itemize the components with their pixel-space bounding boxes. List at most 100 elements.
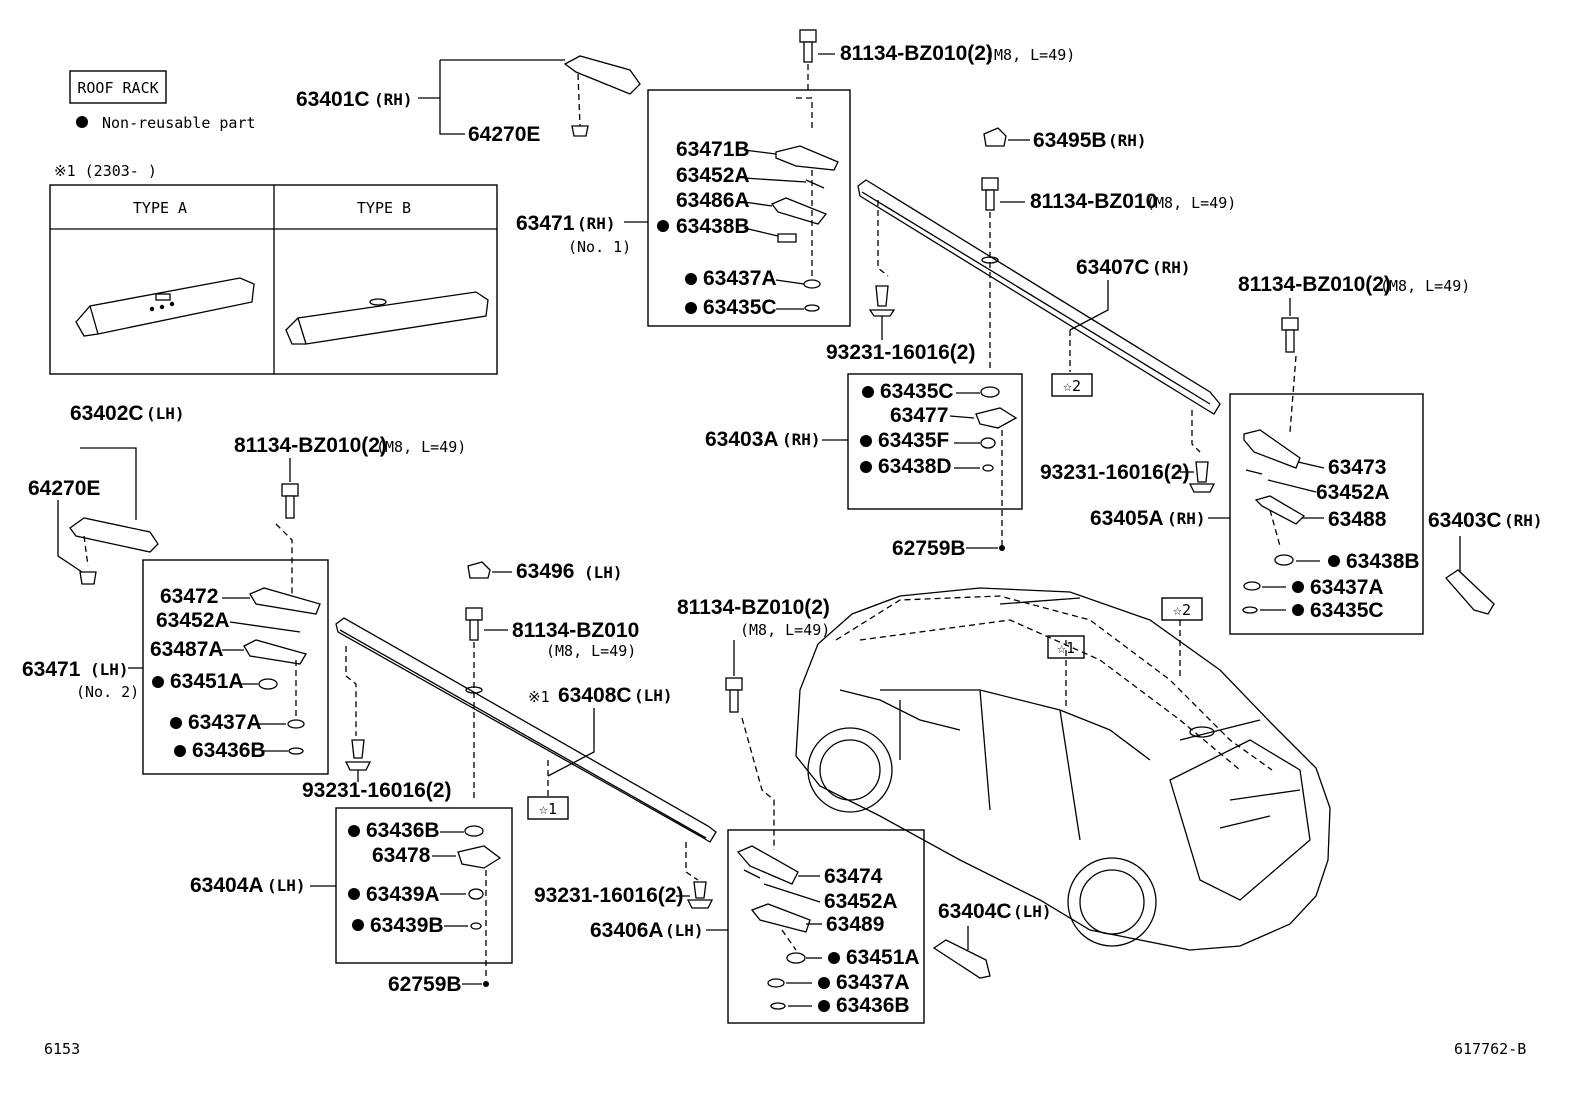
svg-text:(LH): (LH) <box>634 686 673 705</box>
bolt-81134-l <box>281 483 299 519</box>
label-63451A-2: 63451A <box>846 946 920 969</box>
label-63401C: 63401C <box>296 88 370 111</box>
label-63487A: 63487A <box>150 638 224 661</box>
plate-63487A <box>243 639 307 665</box>
label-63495B: 63495B <box>1033 129 1107 152</box>
plate-63489 <box>750 903 811 933</box>
label-63404C: 63404C <box>938 900 1012 923</box>
label-63438D: 63438D <box>878 455 952 478</box>
label-63403A: 63403A <box>705 428 779 451</box>
label-62759B-a: 62759B <box>892 537 966 560</box>
svg-text:(LH): (LH) <box>1013 902 1052 921</box>
svg-text:(RH): (RH) <box>1108 131 1147 150</box>
label-64270E-top: 64270E <box>468 123 540 146</box>
box-63471-lh <box>142 559 329 775</box>
label-63407C: 63407C <box>1076 256 1150 279</box>
bolt-81134-b <box>725 677 743 713</box>
svg-text:(M8, L=49): (M8, L=49) <box>740 621 830 639</box>
label-63451A-1: 63451A <box>170 670 244 693</box>
label-63437A-2: 63437A <box>1310 576 1384 599</box>
label-63435C-2: 63435C <box>880 380 954 403</box>
end-cover-63404C <box>932 939 991 979</box>
footer-left-code: 6153 <box>44 1040 80 1058</box>
box-63403A-rh <box>847 373 1023 510</box>
label-63452A-2: 63452A <box>1316 481 1390 504</box>
plate-63486A <box>770 197 828 225</box>
bracket-63474 <box>736 845 799 885</box>
svg-text:(RH): (RH) <box>782 430 821 449</box>
label-63435C-1: 63435C <box>703 296 777 319</box>
label-63437A-4: 63437A <box>836 971 910 994</box>
label-63496: 63496 <box>516 560 574 583</box>
type-inset: TYPE A TYPE B <box>49 184 498 375</box>
star1-marker-a: ☆1 <box>539 800 557 818</box>
clip-93231-a <box>868 285 896 317</box>
label-81134-c: 81134-BZ010 <box>512 619 639 642</box>
label-63408C: 63408C <box>558 684 632 707</box>
bolt-81134-mid <box>981 177 999 211</box>
type-a-label: TYPE A <box>133 199 187 217</box>
label-81134-l: 81134-BZ010(2) <box>234 434 387 457</box>
svg-text:※1: ※1 <box>528 688 550 706</box>
legend-text: Non-reusable part <box>102 114 256 132</box>
svg-text:(RH): (RH) <box>1152 258 1191 277</box>
bolt-81134-c <box>465 607 483 641</box>
bracket-63473 <box>1243 429 1301 469</box>
non-reusable-dot-icon <box>76 116 88 128</box>
note-mark: ※1 (2303- ) <box>54 162 157 180</box>
label-63488: 63488 <box>1328 508 1387 531</box>
roof-rail-rh <box>857 179 1221 415</box>
diagram-title: ROOF RACK <box>77 79 158 97</box>
label-63477: 63477 <box>890 404 948 427</box>
label-63436B-3: 63436B <box>836 994 910 1017</box>
label-81134-top: 81134-BZ010(2) <box>840 42 993 65</box>
bolt-81134-r <box>1281 317 1299 353</box>
end-cover-63403C <box>1445 569 1495 615</box>
label-63437A-3: 63437A <box>188 711 262 734</box>
clip-64270E-left <box>79 571 97 585</box>
label-63438B-2: 63438B <box>1346 550 1420 573</box>
svg-text:(LH): (LH) <box>146 404 185 423</box>
clip-64270e-top <box>571 125 589 137</box>
label-63405A: 63405A <box>1090 507 1164 530</box>
roof-rail-lh <box>335 617 717 843</box>
label-63471-lh: 63471 <box>22 658 81 681</box>
box-63471-rh <box>647 89 851 327</box>
end-cover-63402C <box>69 517 159 553</box>
label-63486A: 63486A <box>676 189 750 212</box>
clip-93231-b <box>1188 461 1216 493</box>
label-63452A-4: 63452A <box>824 890 898 913</box>
cap-63495B <box>983 127 1007 147</box>
label-63435C-3: 63435C <box>1310 599 1384 622</box>
svg-text:(M8, L=49): (M8, L=49) <box>1380 277 1470 295</box>
label-63435F: 63435F <box>878 429 949 452</box>
bolt-81134-top <box>799 29 817 63</box>
svg-text:(LH): (LH) <box>584 563 623 582</box>
type-b-rail <box>285 291 489 345</box>
svg-text:(No. 1): (No. 1) <box>568 238 631 256</box>
svg-text:(RH): (RH) <box>1504 511 1543 530</box>
svg-text:(LH): (LH) <box>90 660 129 679</box>
label-93231-d: 93231-16016(2) <box>534 884 683 907</box>
clip-93231-c <box>344 739 372 771</box>
label-63436B-1: 63436B <box>192 739 266 762</box>
bracket-63471B <box>775 145 839 171</box>
label-63439B: 63439B <box>370 914 444 937</box>
svg-text:(M8, L=49): (M8, L=49) <box>546 642 636 660</box>
svg-text:(M8, L=49): (M8, L=49) <box>985 46 1075 64</box>
cap-63496 <box>467 561 491 579</box>
label-63452A-1: 63452A <box>676 164 750 187</box>
label-64270E-left: 64270E <box>28 477 100 500</box>
star2-marker-a: ☆2 <box>1063 377 1081 395</box>
footer-right-code: 617762-B <box>1454 1040 1526 1058</box>
box-63406A-lh <box>727 829 925 1024</box>
label-63471-rh: 63471 <box>516 212 575 235</box>
label-93231-c: 93231-16016(2) <box>302 779 451 802</box>
label-63473: 63473 <box>1328 456 1386 479</box>
label-63489: 63489 <box>826 913 884 936</box>
star1-marker-b: ☆1 <box>1057 639 1075 657</box>
type-b-label: TYPE B <box>357 199 411 217</box>
label-63438B-1: 63438B <box>676 215 750 238</box>
label-63452A-3: 63452A <box>156 609 230 632</box>
